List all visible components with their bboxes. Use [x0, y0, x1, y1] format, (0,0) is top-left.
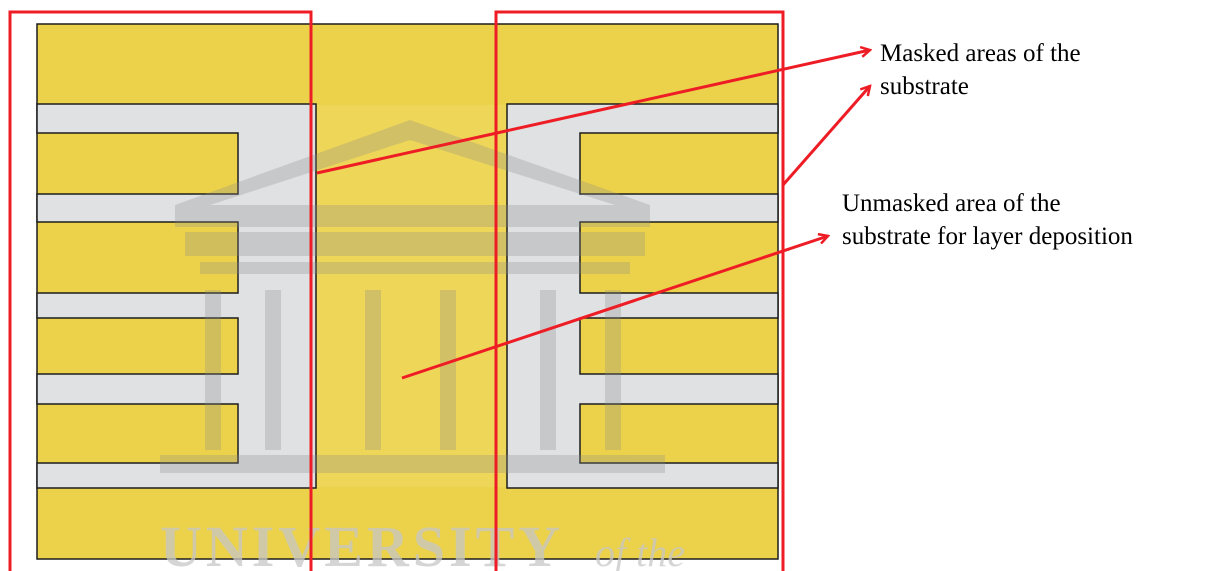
- masked-areas-label-line2: substrate: [880, 73, 969, 100]
- left-substrate-region: [36, 103, 317, 489]
- masked-arrow-left: [316, 50, 870, 175]
- unmasked-arrow: [401, 236, 828, 380]
- right-masked-outline: [494, 10, 785, 571]
- masked-areas-label: Masked areas of the substrate: [880, 37, 1081, 103]
- unmasked-area-label-line2: substrate for layer deposition: [842, 223, 1133, 250]
- unmasked-area-label: Unmasked area of the substrate for layer…: [842, 187, 1133, 253]
- university-watermark-building: [160, 120, 665, 473]
- center-channel: [317, 105, 506, 487]
- left-masked-outline: [8, 10, 313, 571]
- watermark-of-the-text: of the: [595, 530, 685, 571]
- watermark-university-text: UNIVERSITY: [160, 514, 564, 571]
- unmasked-area-label-line1: Unmasked area of the: [842, 190, 1061, 217]
- masked-areas-label-line1: Masked areas of the: [880, 40, 1081, 67]
- masked-arrow-right: [781, 86, 870, 186]
